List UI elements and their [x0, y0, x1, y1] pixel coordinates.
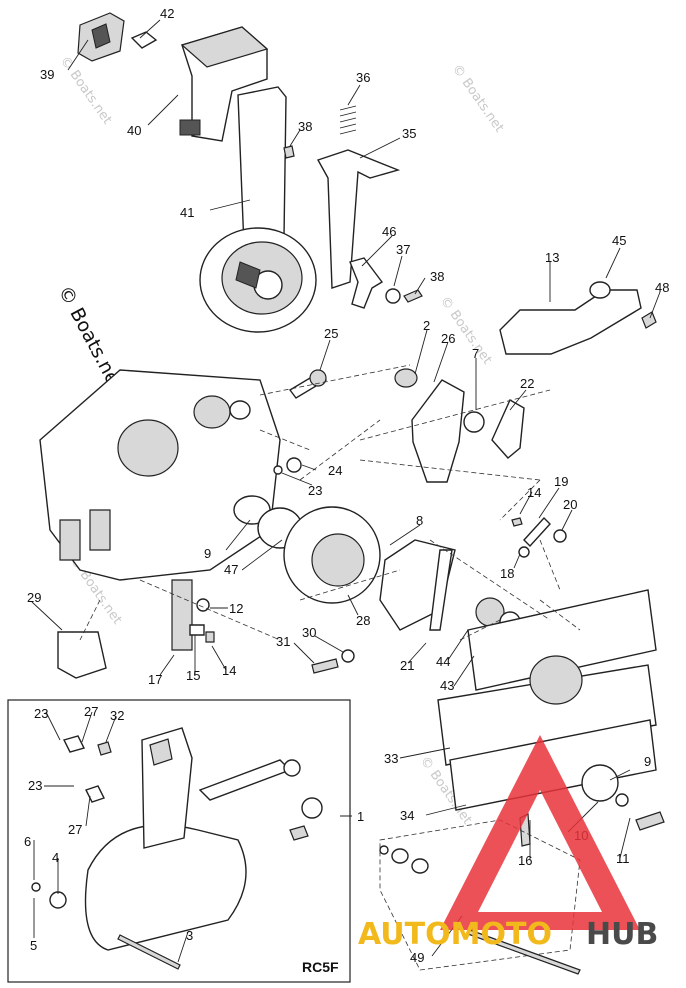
handle-grip-parts	[77, 12, 269, 142]
callout-39: 39	[40, 67, 54, 82]
callout-38b: 38	[430, 269, 444, 284]
assembly-guides	[79, 364, 581, 641]
side-cover-plates	[437, 589, 665, 847]
callout-14b: 14	[222, 663, 236, 678]
callout-1: 1	[357, 809, 364, 824]
callout-45: 45	[612, 233, 626, 248]
brand-wordmark-b: HUB	[586, 917, 658, 952]
callout-9b: 9	[644, 754, 651, 769]
callout-9: 9	[204, 546, 211, 561]
callout-5: 5	[30, 938, 37, 953]
callout-46: 46	[382, 224, 396, 239]
callout-7: 7	[472, 346, 479, 361]
neutral-switch-parts	[57, 579, 355, 679]
callout-20: 20	[563, 497, 577, 512]
callout-14: 14	[527, 485, 541, 500]
callout-23b: 23	[34, 706, 48, 721]
callout-37: 37	[396, 242, 410, 257]
shift-lever-parts	[379, 516, 567, 633]
callout-42: 42	[160, 6, 174, 21]
throttle-only-lever	[499, 281, 657, 355]
callout-27b: 27	[68, 822, 82, 837]
callout-6: 6	[24, 834, 31, 849]
neutral-throttle-parts	[283, 105, 423, 309]
inset-model-code: RC5F	[302, 959, 339, 975]
brand-triangle	[440, 735, 640, 930]
main-housing	[39, 369, 281, 581]
callout-3: 3	[186, 928, 193, 943]
brand-wordmark-a: AUTOMOTO	[358, 917, 552, 952]
callout-13: 13	[545, 250, 559, 265]
callout-17: 17	[148, 672, 162, 687]
callout-44: 44	[436, 654, 450, 669]
callout-21: 21	[400, 658, 414, 673]
callout-28: 28	[356, 613, 370, 628]
callout-19: 19	[554, 474, 568, 489]
callout-40: 40	[127, 123, 141, 138]
leader-lines	[31, 19, 661, 963]
callout-43: 43	[440, 678, 454, 693]
callout-31: 31	[276, 634, 290, 649]
watermark-text: © Boats.net	[57, 54, 115, 128]
inset-remote-control	[7, 699, 351, 983]
callout-16: 16	[518, 853, 532, 868]
callout-11: 11	[616, 851, 630, 866]
callout-35: 35	[402, 126, 416, 141]
callout-47: 47	[224, 562, 238, 577]
callout-32: 32	[110, 708, 124, 723]
callout-24: 24	[328, 463, 342, 478]
callout-18: 18	[500, 566, 514, 581]
callout-38: 38	[298, 119, 312, 134]
inset-frame	[7, 699, 351, 983]
callout-25: 25	[324, 326, 338, 341]
callout-48: 48	[655, 280, 669, 295]
callout-34: 34	[400, 808, 414, 823]
callout-labels: 39 42 40 36 38 35 41 46 37 38 13 45 48 2…	[24, 6, 669, 975]
callout-26: 26	[441, 331, 455, 346]
callout-12: 12	[229, 601, 243, 616]
control-lever-arm	[199, 86, 317, 333]
callout-23: 23	[308, 483, 322, 498]
callout-2: 2	[423, 318, 430, 333]
callout-41: 41	[180, 205, 194, 220]
callout-29: 29	[27, 590, 41, 605]
callout-22: 22	[520, 376, 534, 391]
callout-49: 49	[410, 950, 424, 965]
callout-30: 30	[302, 625, 316, 640]
watermark-text: © Boats.net	[449, 62, 507, 136]
callout-23c: 23	[28, 778, 42, 793]
callout-8: 8	[416, 513, 423, 528]
callout-4: 4	[52, 850, 59, 865]
brand-logo: AUTOMOTO HUB	[358, 735, 658, 952]
callout-15: 15	[186, 668, 200, 683]
callout-36: 36	[356, 70, 370, 85]
callout-27: 27	[84, 704, 98, 719]
callout-33: 33	[384, 751, 398, 766]
